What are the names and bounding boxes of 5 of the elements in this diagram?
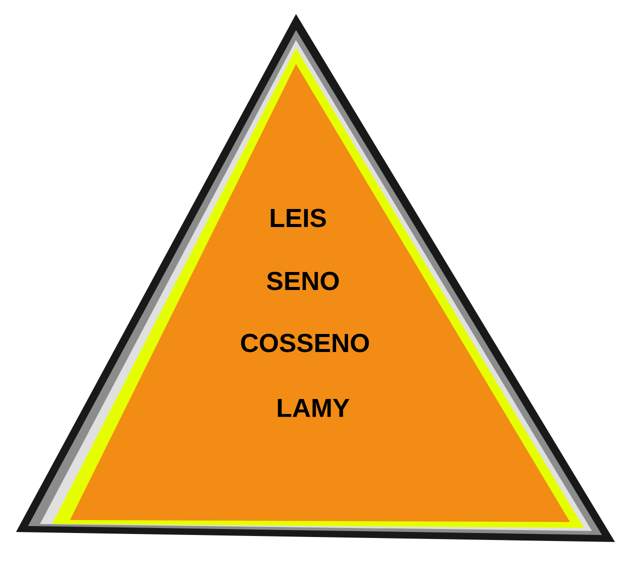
triangle-label: LAMY	[278, 399, 350, 417]
triangle	[16, 14, 615, 542]
triangle-label: LEIS	[270, 208, 326, 228]
triangle-label: SENO	[266, 272, 339, 290]
triangle-label: COSSENO	[241, 334, 369, 352]
